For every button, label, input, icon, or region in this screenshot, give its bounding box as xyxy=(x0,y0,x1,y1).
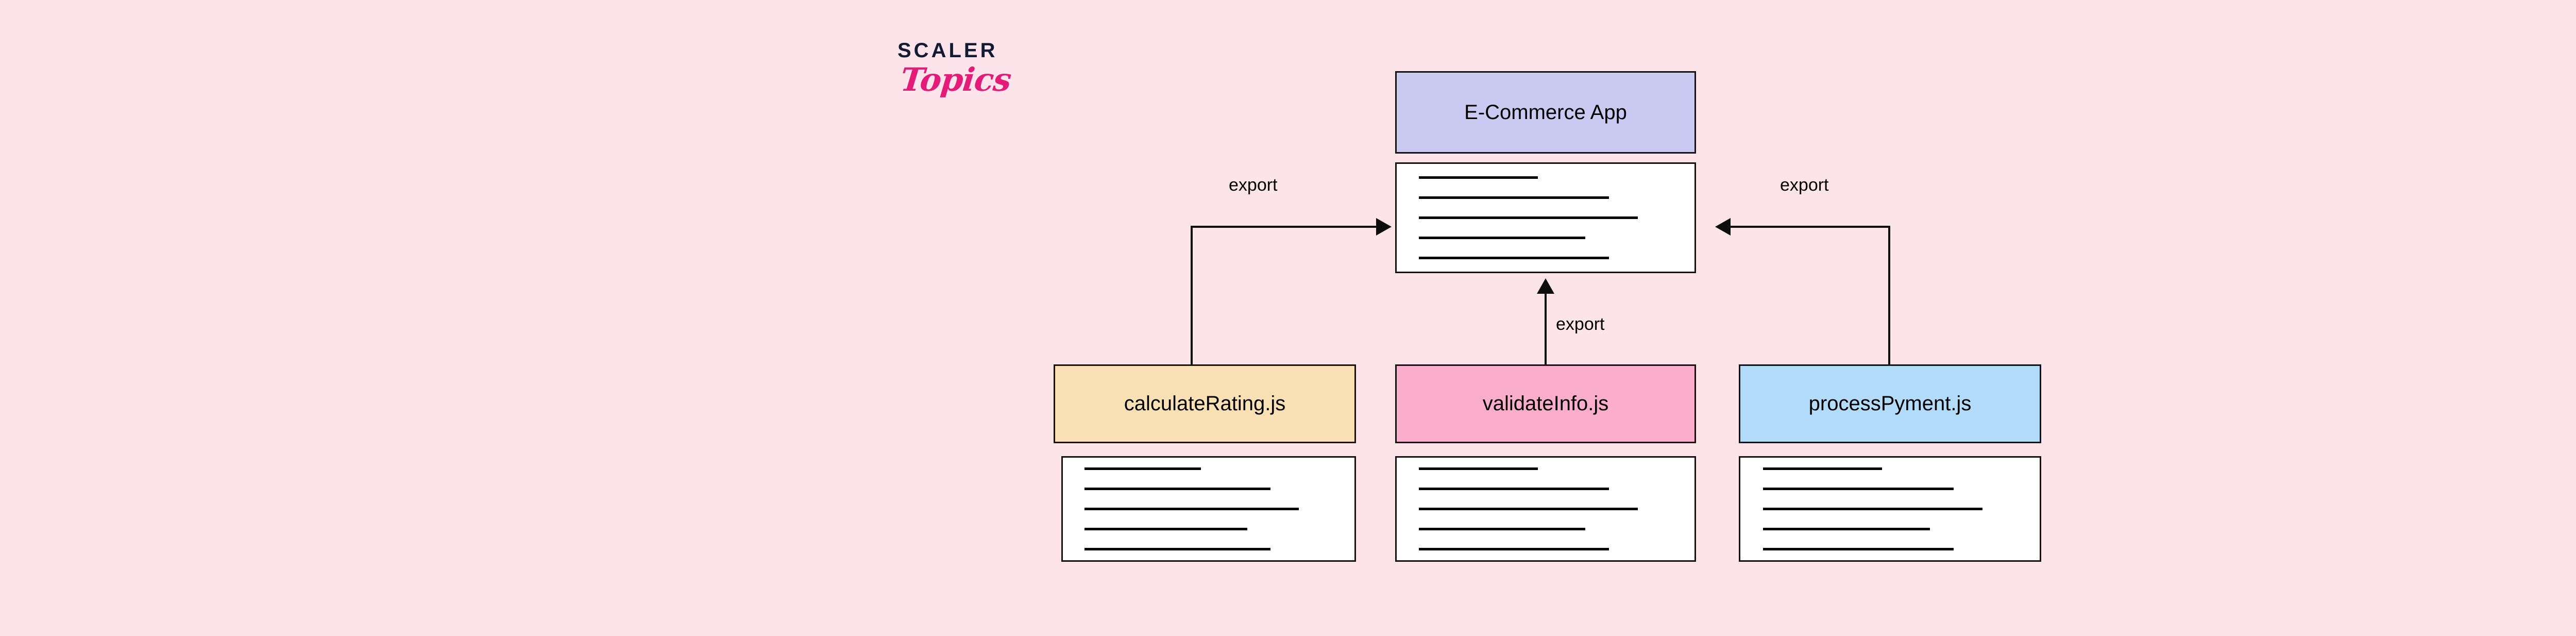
code-block-ecommerce-app xyxy=(1395,162,1696,273)
node-ecommerce-app-label: E-Commerce App xyxy=(1464,101,1627,124)
code-lines xyxy=(1762,458,2028,560)
code-line xyxy=(1419,467,1538,470)
code-line xyxy=(1419,196,1609,199)
edge-label-export-middle: export xyxy=(1556,314,1605,334)
node-validate-info-label: validateInfo.js xyxy=(1482,392,1609,415)
code-lines xyxy=(1084,458,1343,560)
code-lines xyxy=(1419,164,1683,272)
edge-middle-arrowhead-up-icon xyxy=(1537,278,1554,294)
scaler-topics-logo: SCALER Topics xyxy=(897,40,1052,123)
code-line xyxy=(1419,528,1585,530)
code-line xyxy=(1419,216,1638,219)
edge-middle-vertical-segment xyxy=(1545,291,1547,365)
edge-right-horizontal-segment xyxy=(1731,226,1890,228)
node-calculate-rating[interactable]: calculateRating.js xyxy=(1054,364,1356,443)
code-line xyxy=(1084,548,1271,550)
code-line xyxy=(1419,257,1609,259)
code-line xyxy=(1762,467,1882,470)
code-line xyxy=(1419,488,1609,490)
code-line xyxy=(1762,508,1983,510)
code-line xyxy=(1419,237,1585,239)
code-block-process-pyment xyxy=(1739,456,2041,562)
code-line xyxy=(1762,528,1930,530)
code-block-calculate-rating xyxy=(1061,456,1356,562)
code-block-validate-info xyxy=(1395,456,1696,562)
edge-left-arrowhead-right-icon xyxy=(1376,218,1392,236)
node-process-pyment[interactable]: processPyment.js xyxy=(1739,364,2041,443)
edge-right-vertical-segment xyxy=(1888,226,1890,365)
code-line xyxy=(1084,467,1201,470)
code-line xyxy=(1762,488,1954,490)
edge-label-export-left: export xyxy=(1229,175,1278,195)
logo-scaler-text: SCALER xyxy=(897,39,998,62)
edge-right-arrowhead-left-icon xyxy=(1715,218,1731,236)
edge-left-vertical-segment xyxy=(1191,226,1193,365)
code-line xyxy=(1084,488,1271,490)
code-line xyxy=(1419,176,1538,179)
code-line xyxy=(1419,548,1609,550)
node-validate-info[interactable]: validateInfo.js xyxy=(1395,364,1696,443)
node-calculate-rating-label: calculateRating.js xyxy=(1124,392,1286,415)
edge-label-export-right: export xyxy=(1780,175,1829,195)
node-ecommerce-app[interactable]: E-Commerce App xyxy=(1395,71,1696,154)
code-line xyxy=(1084,508,1299,510)
node-process-pyment-label: processPyment.js xyxy=(1808,392,1972,415)
code-line xyxy=(1419,508,1638,510)
logo-topics-text: Topics xyxy=(899,61,1013,98)
code-lines xyxy=(1419,458,1683,560)
code-line xyxy=(1084,528,1248,530)
code-line xyxy=(1762,548,1954,550)
edge-left-horizontal-segment xyxy=(1191,226,1376,228)
